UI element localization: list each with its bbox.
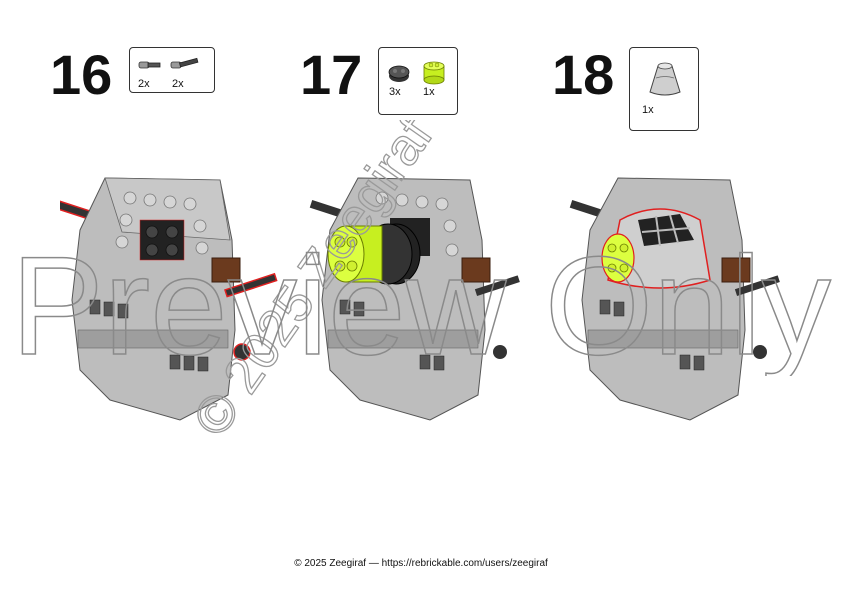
model-render-step-17: [309, 177, 520, 421]
parts-callout: 1x: [629, 47, 699, 131]
parts-callout: 2x 2x: [129, 47, 215, 93]
model-render-step-18: [569, 177, 780, 421]
part-quantity: 2x: [172, 78, 184, 90]
round-brick-lime-icon: [423, 61, 445, 85]
axle-pin-icon: [138, 61, 161, 69]
parts-callout: 3x 1x: [378, 47, 458, 115]
part-quantity: 3x: [389, 86, 401, 98]
round-plate-dark-icon: [388, 65, 410, 82]
step-18: 18 1x: [552, 45, 712, 145]
page-footer: © 2025 Zeegiraf — https://rebrickable.co…: [294, 558, 548, 569]
step-17: 17 3x 1x: [300, 45, 470, 145]
part-quantity: 2x: [138, 78, 150, 90]
model-render-step-16: [60, 177, 278, 421]
part-quantity: 1x: [423, 86, 435, 98]
step-16: 16 2x 2x: [50, 45, 220, 145]
step-number: 18: [552, 43, 615, 106]
step-number: 17: [300, 43, 363, 106]
step-number: 16: [50, 43, 113, 106]
part-quantity: 1x: [642, 104, 654, 116]
cone-dome-icon: [649, 62, 681, 96]
axle-pin-long-icon: [170, 57, 199, 69]
